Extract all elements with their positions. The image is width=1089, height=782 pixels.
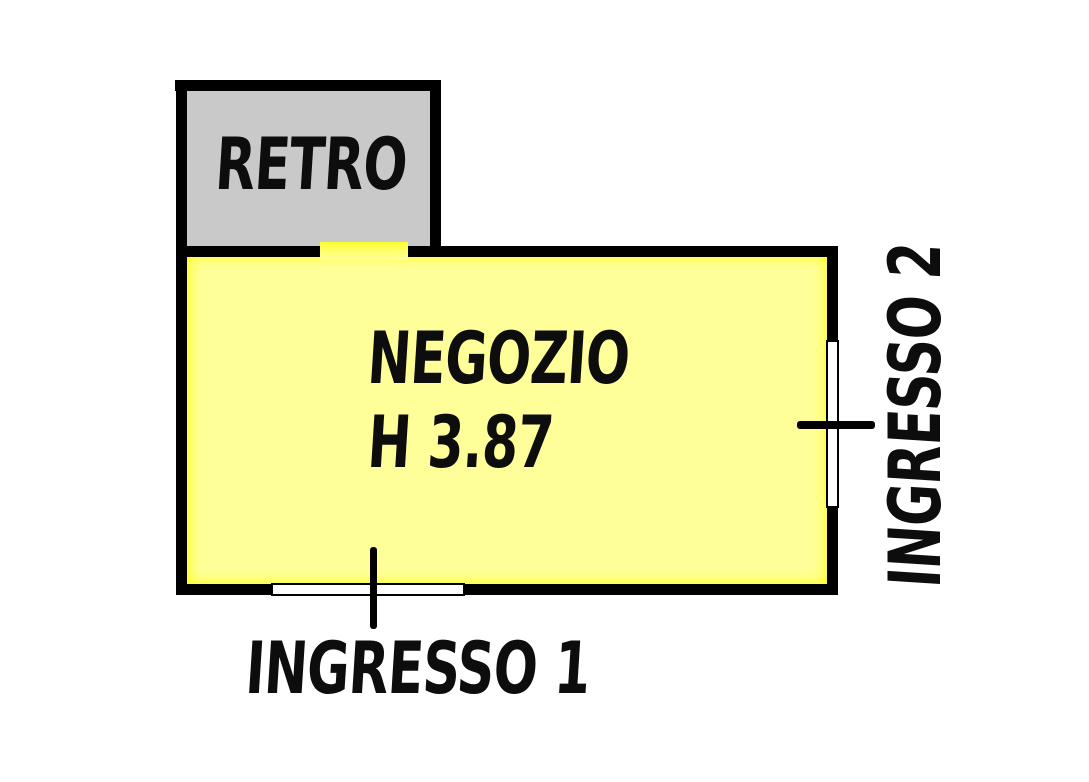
negozio-height-label: H 3.87 — [365, 400, 556, 484]
ingresso2-label: INGRESSO 2 — [873, 240, 957, 590]
wall-negozio-top-right-segment — [408, 246, 838, 257]
ingresso1-label: INGRESSO 1 — [243, 626, 593, 710]
wall-negozio-bottom-right-segment — [463, 584, 838, 595]
negozio-room — [182, 250, 833, 590]
retro-room — [182, 86, 434, 252]
wall-negozio-left — [176, 246, 187, 595]
doorway-retro-negozio — [320, 242, 408, 260]
wall-negozio-right-upper-stub — [827, 246, 838, 342]
ingresso2-leader-line — [797, 421, 875, 429]
retro-room-label: RETRO — [213, 122, 410, 206]
wall-retro-right — [430, 80, 441, 252]
wall-negozio-top-left-segment — [176, 246, 320, 257]
wall-retro-left — [176, 80, 187, 252]
negozio-room-label: NEGOZIO — [365, 316, 632, 400]
wall-negozio-right-lower-stub — [827, 506, 838, 595]
entrance1-opening-bottom-wall — [271, 583, 465, 596]
wall-retro-top — [175, 80, 441, 91]
ingresso1-leader-line — [370, 547, 377, 629]
wall-negozio-bottom-left-segment — [176, 584, 273, 595]
